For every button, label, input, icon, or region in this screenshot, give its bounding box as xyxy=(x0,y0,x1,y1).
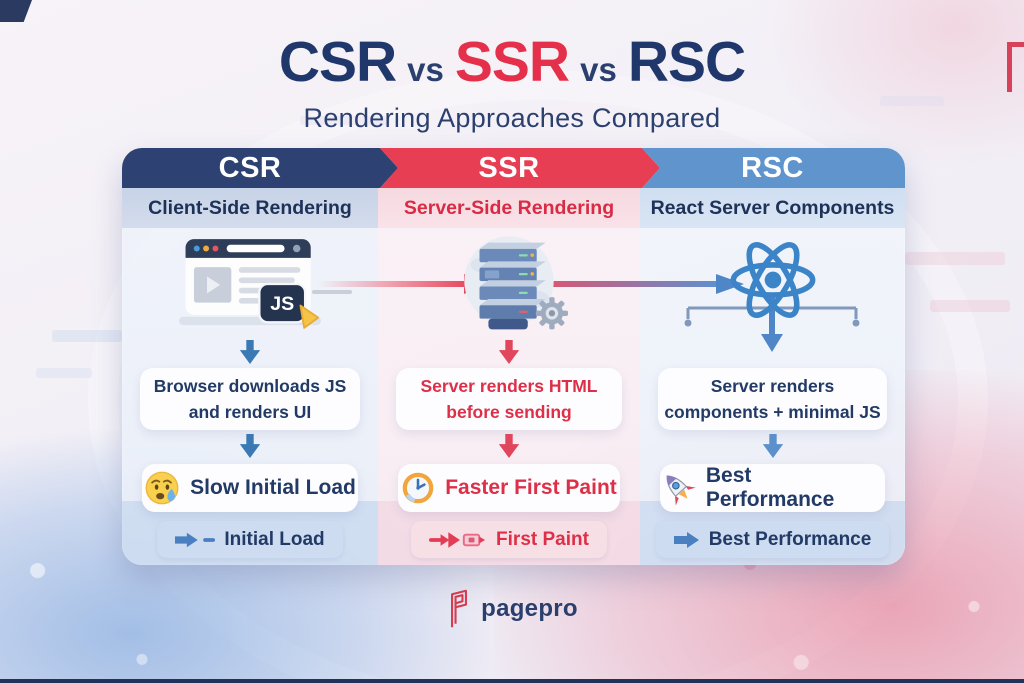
subtitle: Rendering Approaches Compared xyxy=(303,103,721,133)
double-arrow-frame-icon xyxy=(429,531,486,548)
browser-window-icon: JS xyxy=(179,239,321,329)
down-arrow-icon xyxy=(762,434,783,458)
step-text: Browser downloads JS and renders UI xyxy=(153,375,347,422)
edge-logo-fragment xyxy=(1007,42,1024,47)
ssr-band xyxy=(380,148,660,188)
csr-band xyxy=(122,148,398,188)
corner-chip xyxy=(0,0,32,22)
column-rsc: Server renders components + minimal JS xyxy=(640,228,905,565)
address-bar xyxy=(226,244,285,253)
title-csr: CSR xyxy=(278,30,397,94)
metric-text: Initial Load xyxy=(224,528,325,550)
browser-illustration: JS xyxy=(179,228,321,340)
mosaic-tile xyxy=(300,116,390,125)
js-badge: JS xyxy=(258,282,307,324)
alarm-clock-icon xyxy=(402,472,434,504)
outcome-text: Slow Initial Load xyxy=(190,476,356,499)
outcome-box-csr: Slow Initial Load xyxy=(142,464,358,512)
gear-icon xyxy=(535,297,569,330)
title-vs: vs xyxy=(407,51,444,88)
subheader-rsc: React Server Components xyxy=(640,188,905,228)
down-arrow-icon xyxy=(239,340,261,364)
outcome-text: Best Performance xyxy=(705,464,835,511)
down-arrow-icon xyxy=(498,340,520,364)
metric-badge-csr: Initial Load xyxy=(157,521,343,558)
title-rsc: RSC xyxy=(627,30,746,94)
mosaic-tile xyxy=(36,368,92,378)
mosaic-tile xyxy=(930,300,1010,312)
react-atom-icon xyxy=(730,242,815,318)
react-logo-illustration xyxy=(725,228,821,340)
arrow-right-icon xyxy=(175,532,216,547)
title-vs: vs xyxy=(580,51,617,88)
step-box-csr: Browser downloads JS and renders UI xyxy=(140,368,360,430)
browser-dot-red xyxy=(212,245,219,252)
mosaic-tile xyxy=(905,252,1005,265)
step-box-rsc: Server renders components + minimal JS xyxy=(658,368,887,430)
bottom-strip xyxy=(0,679,1024,683)
background-pink-top xyxy=(764,0,1024,170)
server-stack-icon xyxy=(464,236,569,330)
sad-tear-face-icon xyxy=(145,471,179,505)
metric-text: Best Performance xyxy=(708,528,872,550)
brand-logo: pagepro xyxy=(0,588,1024,630)
step-text: Server renders HTML before sending xyxy=(420,375,598,422)
column-ssr: Server renders HTML before sending xyxy=(378,228,640,565)
browser-dot-blue xyxy=(193,245,200,252)
cursor-icon xyxy=(299,304,320,329)
brand-name: pagepro xyxy=(481,595,578,622)
subheader-csr: Client-Side Rendering xyxy=(122,188,378,228)
play-icon xyxy=(207,276,221,294)
edge-logo-fragment xyxy=(1007,42,1012,92)
arrow-right-icon xyxy=(673,531,699,548)
column-csr: JS Browser downloads JS and renders UI xyxy=(122,228,378,565)
connector-stub xyxy=(312,290,352,294)
server-slabs xyxy=(479,242,546,319)
mosaic-tile xyxy=(52,330,122,342)
header-label-ssr: SSR xyxy=(478,151,540,184)
svg-text:JS: JS xyxy=(270,293,294,315)
metric-badge-ssr: First Paint xyxy=(411,521,607,558)
header-bands xyxy=(122,148,905,188)
metric-text: First Paint xyxy=(496,528,589,550)
title-ssr: SSR xyxy=(454,30,570,94)
outcome-text: Faster First Paint xyxy=(445,476,617,499)
down-arrow-icon xyxy=(239,434,261,458)
comparison-panel: CSR SSR RSC Client-Side Rendering Server… xyxy=(122,148,905,565)
pagepro-mark-icon xyxy=(451,589,468,628)
mosaic-tile xyxy=(880,96,944,106)
header-label-csr: CSR xyxy=(218,151,282,184)
step-box-ssr: Server renders HTML before sending xyxy=(396,368,622,430)
header-label-rsc: RSC xyxy=(741,151,804,184)
step-text: Server renders components + minimal JS xyxy=(664,375,881,422)
flow-arrow-ssr-to-rsc xyxy=(542,274,744,294)
server-illustration xyxy=(433,228,585,340)
metric-badge-rsc: Best Performance xyxy=(655,521,890,558)
browser-dot-orange xyxy=(203,245,210,252)
outcome-box-ssr: Faster First Paint xyxy=(398,464,620,512)
rocket-icon xyxy=(666,475,696,506)
subheader-ssr: Server-Side Rendering xyxy=(378,188,640,228)
rsc-band xyxy=(642,148,905,188)
outcome-box-rsc: Best Performance xyxy=(660,464,885,512)
down-arrow-icon xyxy=(498,434,520,458)
